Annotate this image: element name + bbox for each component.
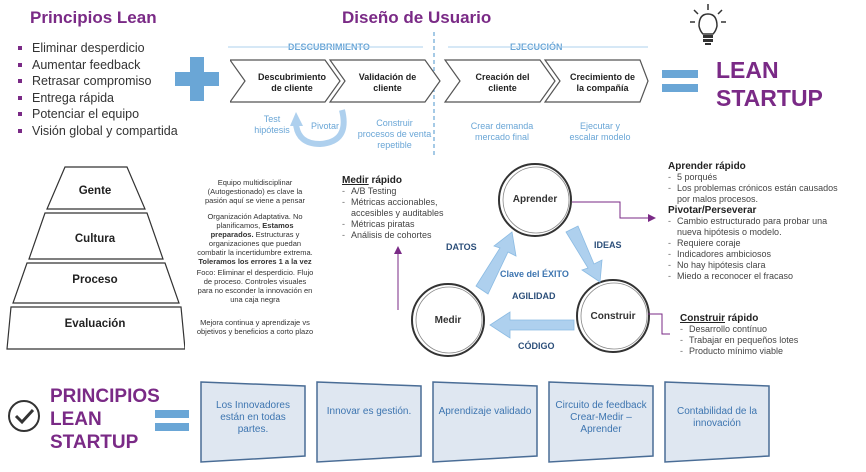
node-medir bbox=[411, 283, 485, 357]
process-chevrons bbox=[230, 59, 649, 103]
plus-icon bbox=[175, 57, 219, 101]
bottom-boxes bbox=[200, 381, 770, 463]
aprender-rapido-block: Aprender rápido 5 porqués Los problemas … bbox=[668, 161, 848, 282]
principle-box bbox=[664, 381, 770, 463]
pyramid-cultura: Cultura bbox=[74, 233, 116, 245]
principle-1: Los Innovadores están en todas partes. bbox=[216, 400, 290, 435]
principle-4: Circuito de feedback Crear-Medir – Apren… bbox=[555, 400, 647, 435]
label-codigo: CÓDIGO bbox=[518, 341, 555, 351]
principle-5: Contabilidad de la innovación bbox=[676, 406, 758, 429]
center-clave: Clave del ÉXITO bbox=[500, 269, 569, 279]
node-medir-label: Medir bbox=[434, 315, 462, 326]
diseno-usuario-title: Diseño de Usuario bbox=[342, 8, 492, 27]
desc-gente: Equipo multidisciplinar (Autogestionado)… bbox=[204, 178, 306, 205]
list-item: Requiere coraje bbox=[668, 238, 848, 249]
list-item: Métricas piratas bbox=[342, 219, 482, 230]
lean-startup-title: LEAN STARTUP bbox=[716, 57, 823, 111]
list-item: 5 porqués bbox=[668, 172, 848, 183]
medir-rapido-title: Medir rápido bbox=[342, 175, 403, 186]
list-item: Eliminar desperdicio bbox=[18, 40, 198, 57]
desc-evaluacion: Mejora continua y aprendizaje vs objetiv… bbox=[196, 318, 314, 336]
desc-cultura: Organización Adaptativa. No planificamos… bbox=[197, 212, 313, 266]
pyramid-gente: Gente bbox=[78, 185, 112, 197]
principle-box bbox=[316, 381, 422, 463]
chevron-shape bbox=[230, 59, 341, 103]
list-item: Potenciar el equipo bbox=[18, 106, 198, 123]
list-item: Los problemas crónicos están causados po… bbox=[668, 183, 848, 205]
list-item: Desarrollo contínuo bbox=[680, 324, 850, 335]
list-item: Cambio estructurado para probar una nuev… bbox=[668, 216, 848, 238]
principle-box bbox=[548, 381, 654, 463]
pyramid-level bbox=[12, 262, 180, 304]
label-datos: DATOS bbox=[446, 242, 477, 252]
note-crear-demanda: Crear demanda mercado final bbox=[470, 121, 534, 142]
construir-rapido-block: Construir rápido Desarrollo contínuo Tra… bbox=[680, 313, 850, 357]
node-construir-label: Construir bbox=[590, 311, 636, 322]
list-item: Análisis de cohortes bbox=[342, 230, 482, 241]
pivotar-title: Pivotar/Perseverar bbox=[668, 205, 757, 216]
bottom-title: PRINCIPIOS LEAN STARTUP bbox=[50, 386, 160, 453]
note-construir: Construir procesos de venta repetible bbox=[357, 118, 432, 150]
equals-icon-bottom bbox=[155, 410, 189, 431]
list-item: A/B Testing bbox=[342, 186, 482, 197]
list-item: Trabajar en pequeños lotes bbox=[680, 335, 850, 346]
list-item: Aumentar feedback bbox=[18, 57, 198, 74]
equals-icon bbox=[662, 70, 698, 92]
phase-lines bbox=[228, 32, 648, 155]
arrow-ideas bbox=[565, 225, 603, 283]
arrow-datos bbox=[475, 231, 517, 295]
pyramid-evaluacion: Evaluación bbox=[64, 318, 126, 330]
principle-box bbox=[200, 381, 306, 463]
desc-proceso: Foco: Eliminar el desperdicio. Flujo de … bbox=[196, 268, 314, 304]
arrow-codigo bbox=[489, 311, 575, 339]
chevron-shape bbox=[543, 59, 649, 103]
cycle-diagram bbox=[394, 163, 670, 357]
list-item: Retrasar compromiso bbox=[18, 73, 198, 90]
list-item: Métricas accionables, accesibles y audit… bbox=[342, 197, 482, 219]
pyramid-proceso: Proceso bbox=[72, 274, 118, 286]
pyramid-level bbox=[28, 212, 164, 260]
label-ideas: IDEAS bbox=[594, 240, 622, 250]
center-agilidad: AGILIDAD bbox=[512, 291, 556, 301]
step-creacion: Creación del cliente bbox=[475, 72, 530, 93]
lightbulb-icon bbox=[690, 4, 726, 45]
principios-lean-list: Eliminar desperdicio Aumentar feedback R… bbox=[18, 40, 198, 139]
principle-2: Innovar es gestión. bbox=[326, 406, 412, 417]
step-validacion: Validación de cliente bbox=[358, 72, 417, 93]
node-construir bbox=[576, 279, 650, 353]
note-test: Test hipótesis bbox=[254, 114, 290, 135]
list-item: Producto mínimo viable bbox=[680, 346, 850, 357]
node-aprender bbox=[498, 163, 572, 237]
connector-construir bbox=[648, 313, 670, 335]
list-item: Indicadores ambiciosos bbox=[668, 249, 848, 260]
connector-aprender bbox=[572, 201, 656, 222]
aprender-rapido-title: Aprender rápido bbox=[668, 161, 746, 172]
note-ejecutar: Ejecutar y escalar modelo bbox=[569, 121, 631, 142]
pyramid bbox=[6, 166, 185, 350]
medir-rapido-block: Medir rápido A/B Testing Métricas accion… bbox=[342, 175, 482, 241]
list-item: Visión global y compartida bbox=[18, 123, 198, 140]
list-item: Miedo a reconocer el fracaso bbox=[668, 271, 848, 282]
pyramid-level bbox=[46, 166, 146, 210]
chevron-shape bbox=[328, 59, 441, 103]
principle-3: Aprendizaje validado bbox=[438, 406, 532, 417]
list-item: No hay hipótesis clara bbox=[668, 260, 848, 271]
principle-box bbox=[432, 381, 538, 463]
step-descubrimiento: Descubrimiento de cliente bbox=[257, 72, 326, 93]
pivot-arrow-icon bbox=[290, 109, 347, 148]
note-pivotar: Pivotar bbox=[310, 121, 339, 131]
list-item: Entrega rápida bbox=[18, 90, 198, 107]
chevron-shape bbox=[443, 59, 556, 103]
construir-rapido-title: Construir rápido bbox=[680, 313, 759, 324]
node-aprender-label: Aprender bbox=[512, 194, 558, 205]
pyramid-level bbox=[6, 306, 185, 350]
principios-lean-title: Principios Lean bbox=[30, 8, 157, 27]
checkmark-icon bbox=[8, 400, 40, 432]
step-crecimiento: Crecimiento de la compañía bbox=[569, 72, 636, 93]
